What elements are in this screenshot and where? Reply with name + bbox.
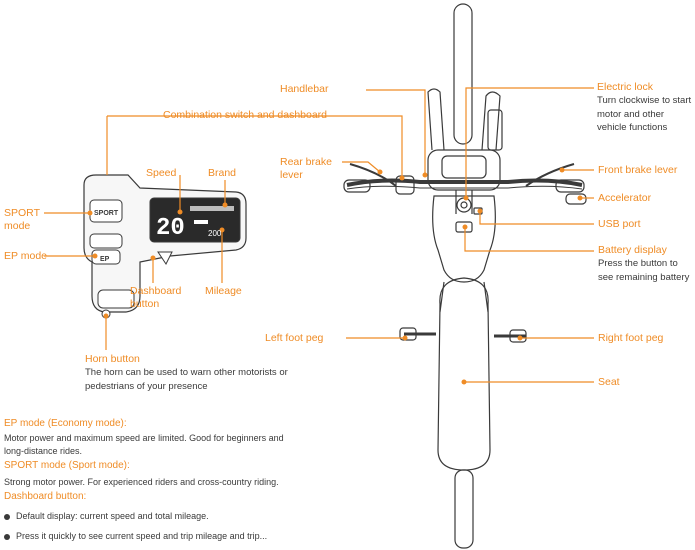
left-grip (343, 179, 371, 193)
right-grip (555, 179, 585, 193)
battery-display-description: Press the button to see remaining batter… (598, 258, 690, 283)
label-rear-brake-lever: Rear brake lever (280, 156, 332, 181)
left-foot-peg-shape (399, 327, 417, 341)
sport-button-label: SPORT (94, 210, 119, 217)
label-electric-lock: Electric lock (597, 81, 654, 93)
dashboard-section-title: Dashboard button: (4, 491, 87, 502)
ep-button-label: EP (100, 256, 110, 263)
dashboard-illustration (83, 174, 247, 319)
ep-section-text-line1: Motor power and maximum speed are limite… (4, 433, 284, 443)
label-ep-mode: EP mode (4, 250, 47, 262)
bullet-dot-icon (4, 533, 10, 540)
label-battery-display: Battery display (598, 244, 667, 256)
body-shape (432, 195, 496, 283)
label-usb-port: USB port (598, 218, 641, 230)
right-foot-peg-shape (509, 329, 527, 343)
seat-shape (437, 277, 491, 471)
label-brand: Brand (208, 167, 237, 179)
bullet-1-text: Default display: current speed and total… (16, 511, 209, 521)
front-brake-lever-shape (525, 163, 575, 187)
rear-wheel (454, 469, 474, 549)
dashboard-shape (427, 149, 501, 191)
label-horn-button: Horn button (85, 353, 140, 365)
label-left-foot-peg: Left foot peg (265, 332, 324, 344)
label-handlebar: Handlebar (280, 83, 329, 95)
sport-section-text: Strong motor power. For experienced ride… (4, 477, 279, 487)
sport-section-title: SPORT mode (Sport mode): (4, 460, 130, 471)
dashboard-bullet-1: Default display: current speed and total… (4, 511, 209, 521)
label-front-brake-lever: Front brake lever (598, 164, 678, 176)
label-seat: Seat (598, 376, 620, 388)
label-combination-switch: Combination switch and dashboard (163, 109, 328, 121)
bullet-2-text: Press it quickly to see current speed an… (16, 531, 268, 541)
scooter-top-view (343, 3, 587, 549)
bullet-dot-icon (4, 513, 10, 520)
electric-lock-shape (456, 197, 472, 213)
handlebar-bar (346, 178, 583, 187)
ep-section-title: EP mode (Economy mode): (4, 418, 127, 429)
leader-dots (87, 167, 583, 385)
ep-section-text-line2: long-distance rides. (4, 446, 83, 456)
label-mileage: Mileage (205, 285, 242, 297)
mileage-readout: 200 (208, 229, 222, 238)
leader-lines (44, 87, 594, 383)
front-wheel (453, 3, 473, 145)
dashboard-button-shape (157, 251, 173, 265)
battery-display-shape (455, 221, 473, 233)
label-speed: Speed (146, 167, 177, 179)
label-right-foot-peg: Right foot peg (598, 332, 664, 344)
speed-readout: 20 (156, 215, 185, 242)
combination-switch-shape (395, 175, 415, 195)
horn-button-description: The horn can be used to warn other motor… (85, 367, 288, 392)
label-dashboard-button: Dashboard button (130, 285, 182, 310)
label-accelerator: Accelerator (598, 192, 652, 204)
label-sport-mode: SPORT mode (4, 207, 40, 232)
rear-brake-lever-shape (349, 163, 397, 187)
ep-button-shape (91, 249, 121, 265)
dashboard-bullet-2: Press it quickly to see current speed an… (4, 531, 267, 541)
electric-lock-description: Turn clockwise to start motor and other … (597, 95, 692, 133)
